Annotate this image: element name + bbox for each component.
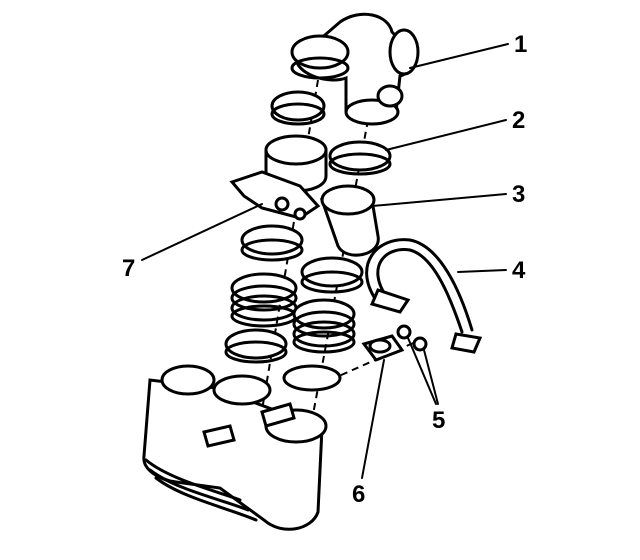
lower-intake-body xyxy=(142,364,328,531)
callout-3: 3 xyxy=(512,181,525,208)
right-ring-stack xyxy=(282,140,392,392)
callout-2: 2 xyxy=(512,107,525,134)
bracket-part-7 xyxy=(229,170,321,221)
small-bracket-part-6 xyxy=(361,334,405,362)
callout-4: 4 xyxy=(512,257,526,284)
bolts-part-5 xyxy=(396,324,428,352)
elbow-duct-part-1 xyxy=(290,12,420,126)
callout-1: 1 xyxy=(514,31,527,58)
leader-lines xyxy=(141,43,509,479)
callout-labels: 1 2 3 4 5 6 7 xyxy=(122,31,527,508)
callout-7: 7 xyxy=(122,255,135,282)
callout-6: 6 xyxy=(352,481,365,508)
callout-5: 5 xyxy=(432,407,445,434)
hose-part-4 xyxy=(365,238,483,354)
